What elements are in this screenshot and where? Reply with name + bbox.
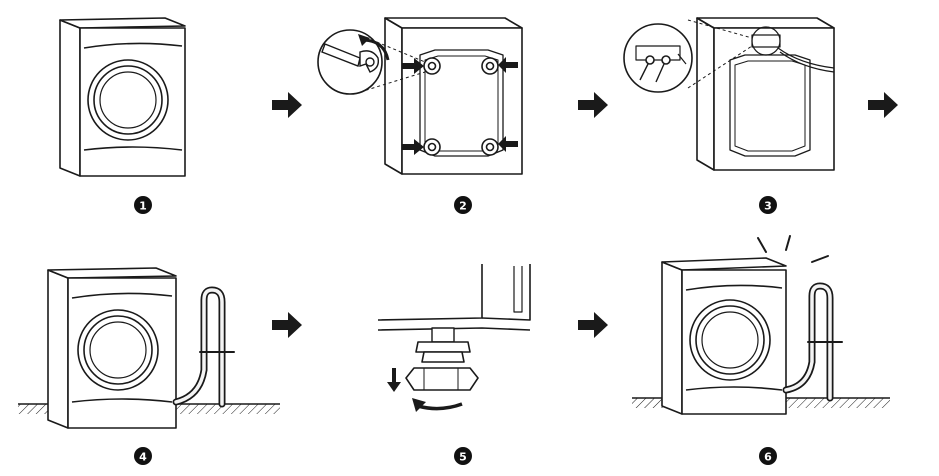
step-1-washer-illustration <box>59 17 186 177</box>
svg-text:5: 5 <box>459 451 467 464</box>
step-badge-1: 1 <box>134 196 152 214</box>
flow-arrow-4-to-5 <box>272 312 302 338</box>
step-badge-2: 2 <box>454 196 472 214</box>
transit-bolt-bottom-left <box>423 138 441 156</box>
flow-arrow-5-to-6 <box>578 312 608 338</box>
step-4-washer-illustration <box>47 267 177 429</box>
svg-text:3: 3 <box>764 200 772 213</box>
step-3-washer-back-illustration <box>623 17 835 171</box>
counterclockwise-arrow-icon <box>412 398 463 412</box>
flow-arrow-3-to-4 <box>868 92 898 118</box>
step-badge-6: 6 <box>759 447 777 465</box>
step-badge-4: 4 <box>134 447 152 465</box>
transit-bolt-bottom-right <box>481 138 499 156</box>
right-arrow-icon <box>578 312 608 338</box>
step-badge-5: 5 <box>454 447 472 465</box>
step-5-leveling-foot-illustration <box>377 264 531 391</box>
transit-bolt-top-right <box>481 57 499 75</box>
svg-text:1: 1 <box>139 200 147 213</box>
step-2-pointer-arrows <box>402 57 518 155</box>
right-arrow-icon <box>272 92 302 118</box>
right-arrow-icon <box>272 312 302 338</box>
flow-arrow-1-to-2 <box>272 92 302 118</box>
transit-bolt-top-left <box>423 57 441 75</box>
vibration-lines-icon <box>757 235 829 263</box>
flow-arrow-2-to-3 <box>578 92 608 118</box>
step-2-washer-back-illustration <box>317 17 523 175</box>
wrench-icon <box>321 43 380 73</box>
step-6-drain-hose <box>782 282 843 402</box>
step-6-washer-illustration <box>661 257 787 415</box>
step-badge-3: 3 <box>759 196 777 214</box>
right-arrow-icon <box>578 92 608 118</box>
svg-text:4: 4 <box>139 451 147 464</box>
step-4-drain-hose <box>172 286 235 408</box>
down-arrow-icon <box>387 368 401 392</box>
right-arrow-icon <box>868 92 898 118</box>
svg-text:6: 6 <box>764 451 772 464</box>
counterclockwise-arrow-icon <box>358 34 390 61</box>
svg-text:2: 2 <box>459 200 467 213</box>
